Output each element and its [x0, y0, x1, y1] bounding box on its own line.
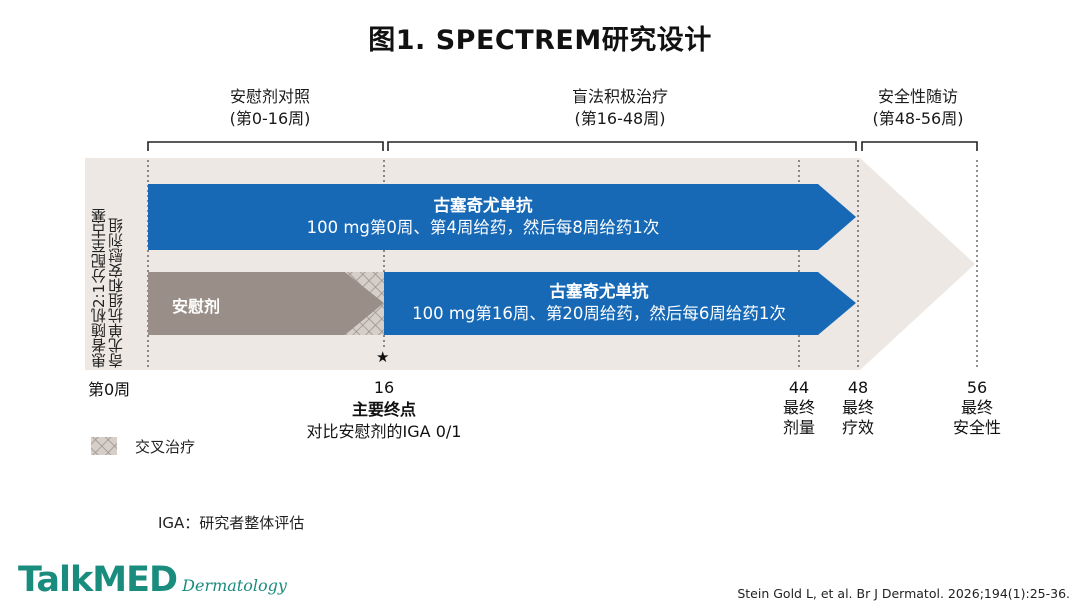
tick-week-48-number: 48 — [847, 378, 869, 397]
phase-blinded-active: 盲法积极治疗 (第16-48周) — [520, 86, 720, 130]
logo-main-text: TalkMED — [18, 560, 178, 600]
randomization-label: 患者随机2:1分配至古塞 奇尤单抗组和安慰剂组 — [90, 160, 125, 368]
tick-week-44-number: 44 — [788, 378, 810, 397]
tick-week-56: 56 最终 安全性 — [937, 378, 1017, 438]
tick-week-44: 44 最终 剂量 — [771, 378, 827, 438]
phase-blinded-active-weeks: (第16-48周) — [574, 109, 666, 128]
figure-title: 图1. SPECTREM研究设计 — [368, 25, 712, 56]
tick-week-48-label2: 疗效 — [841, 418, 874, 437]
primary-endpoint-title: 主要终点 — [351, 400, 416, 419]
logo-sub-text: Dermatology — [182, 576, 287, 595]
tick-week-16: 16 — [373, 378, 395, 397]
phase-placebo-control-name: 安慰剂对照 — [229, 87, 310, 106]
tick-week-56-number: 56 — [966, 378, 988, 397]
crossover-hatch — [345, 272, 384, 335]
randomization-line1: 患者随机2:1分配至古塞 — [90, 208, 108, 368]
arm1-arrow — [148, 184, 856, 250]
arm1-text: 古塞奇尤单抗 100 mg第0周、第4周给药，然后每8周给药1次 — [148, 195, 818, 239]
bracket-blinded-active — [387, 141, 857, 151]
placebo-label: 安慰剂 — [172, 297, 221, 316]
tick-week-44-label1: 最终 — [782, 398, 815, 417]
randomization-line2: 奇尤单抗组和安慰剂组 — [107, 218, 125, 368]
primary-endpoint-star-icon: ★ — [376, 348, 390, 366]
bracket-safety-followup — [861, 141, 978, 151]
tick-week-48-label1: 最终 — [841, 398, 874, 417]
phase-brackets — [147, 141, 978, 151]
phase-safety-followup-weeks: (第48-56周) — [872, 109, 964, 128]
phase-safety-followup-name: 安全性随访 — [877, 87, 958, 106]
crossover-legend-label: 交叉治疗 — [135, 438, 196, 456]
talkmed-logo: TalkMED Dermatology — [18, 560, 287, 600]
phase-safety-followup: 安全性随访 (第48-56周) — [818, 86, 1018, 130]
crossover-legend-swatch — [91, 437, 117, 455]
tick-week-48: 48 最终 疗效 — [830, 378, 886, 438]
arm2-regimen: 100 mg第16周、第20周给药，然后每6周给药1次 — [412, 304, 786, 323]
arm2-text: 古塞奇尤单抗 100 mg第16周、第20周给药，然后每6周给药1次 — [384, 281, 814, 325]
bracket-placebo-control — [147, 141, 384, 151]
placebo-arrow — [148, 272, 384, 335]
arm2-arrow — [384, 272, 856, 335]
primary-endpoint-desc: 对比安慰剂的IGA 0/1 — [306, 422, 462, 441]
phase-placebo-control-weeks: (第0-16周) — [229, 109, 311, 128]
iga-footnote: IGA：研究者整体评估 — [158, 514, 305, 532]
phase-blinded-active-name: 盲法积极治疗 — [571, 87, 668, 106]
phase-placebo-control: 安慰剂对照 (第0-16周) — [170, 86, 370, 130]
arm2-drug-name: 古塞奇尤单抗 — [549, 282, 649, 301]
tick-week-0: 第0周 — [88, 380, 131, 399]
arm1-regimen: 100 mg第0周、第4周给药，然后每8周给药1次 — [306, 218, 660, 237]
citation: Stein Gold L, et al. Br J Dermatol. 2026… — [737, 586, 1070, 601]
tick-week-44-label2: 剂量 — [782, 418, 815, 437]
tick-week-56-label1: 最终 — [960, 398, 993, 417]
tick-week-56-label2: 安全性 — [952, 418, 1001, 437]
arm1-drug-name: 古塞奇尤单抗 — [433, 196, 533, 215]
